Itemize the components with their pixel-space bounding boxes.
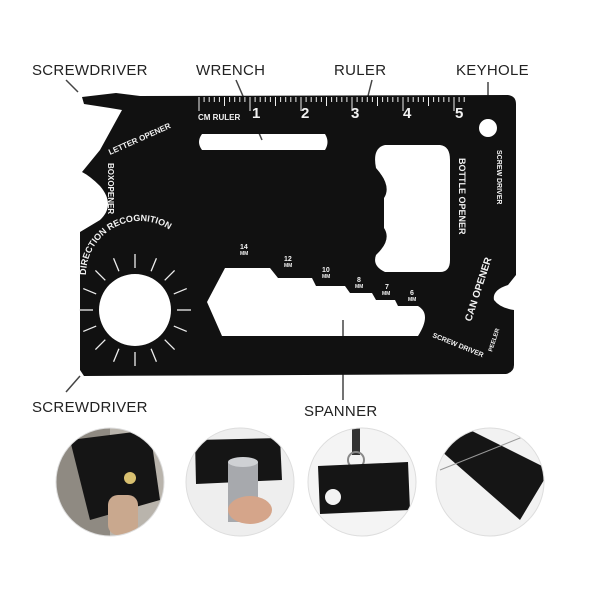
spanner-size: 10: [322, 267, 330, 274]
callout-screwdriver-bottom: SCREWDRIVER: [32, 399, 148, 416]
ruler-number: 4: [403, 105, 412, 122]
bottle-opener-label: BOTTLE OPENER: [457, 158, 467, 235]
box-opener-label: BOXOPENER: [106, 163, 115, 214]
compass-tick: [112, 258, 120, 272]
keychain-photo: [308, 428, 416, 536]
spanner-unit: MM: [382, 291, 390, 297]
spanner-size: 12: [284, 256, 292, 263]
ruler-number: 2: [301, 105, 309, 122]
leader-line: [367, 79, 373, 97]
spanner-unit: MM: [322, 274, 330, 280]
ruler-numbers: 1 2 3 4 5: [252, 105, 463, 122]
callout-ruler: RULER: [334, 62, 386, 79]
ruler-ticks: [198, 97, 465, 111]
compass-tick: [83, 325, 97, 333]
screw-driver-right-label: SCREW DRIVER: [495, 150, 502, 204]
ruler-number: 5: [455, 105, 463, 122]
callout-spanner: SPANNER: [304, 403, 378, 420]
ruler-number: 1: [252, 105, 260, 122]
compass-tick: [83, 287, 97, 295]
ruler-use-photo: [436, 428, 544, 536]
compass-tick: [112, 348, 120, 362]
photo-border: [435, 427, 545, 537]
callout-keyhole: KEYHOLE: [456, 62, 529, 79]
spanner-sizes: 14 MM 12 MM 10 MM 8 MM 7 MM 6 MM: [240, 244, 416, 303]
spanner-size: 7: [385, 284, 389, 291]
compass-ticks: [79, 254, 191, 366]
ruler-number: 3: [351, 105, 359, 122]
compass-tick: [164, 339, 176, 351]
photo-border: [55, 427, 165, 537]
keyhole-use-photo: [56, 428, 164, 536]
compass-tick: [173, 325, 187, 333]
photo-border: [185, 427, 295, 537]
leader-line: [65, 375, 81, 393]
can-opener-use-photo: [186, 428, 294, 536]
spanner-size: 6: [410, 290, 414, 297]
compass-tick: [94, 339, 106, 351]
spanner-unit: MM: [408, 297, 416, 303]
card-body: [80, 93, 516, 376]
compass-tick: [150, 348, 158, 362]
multitool-card: CM RULER 1 2 3 4 5 LETTER OPENER BOXOPEN…: [78, 93, 516, 376]
callout-wrench: WRENCH: [196, 62, 265, 79]
ruler-label: CM RULER: [198, 113, 240, 122]
spanner-unit: MM: [284, 263, 292, 269]
photo-border: [307, 427, 417, 537]
spanner-size: 14: [240, 244, 248, 251]
compass-tick: [173, 287, 187, 295]
spanner-unit: MM: [355, 284, 363, 290]
spanner-size: 8: [357, 277, 361, 284]
compass-tick: [164, 269, 176, 281]
compass-tick: [150, 258, 158, 272]
spanner-unit: MM: [240, 251, 248, 257]
callout-screwdriver-top: SCREWDRIVER: [32, 62, 148, 79]
compass-tick: [94, 269, 106, 281]
leader-line: [65, 79, 79, 93]
